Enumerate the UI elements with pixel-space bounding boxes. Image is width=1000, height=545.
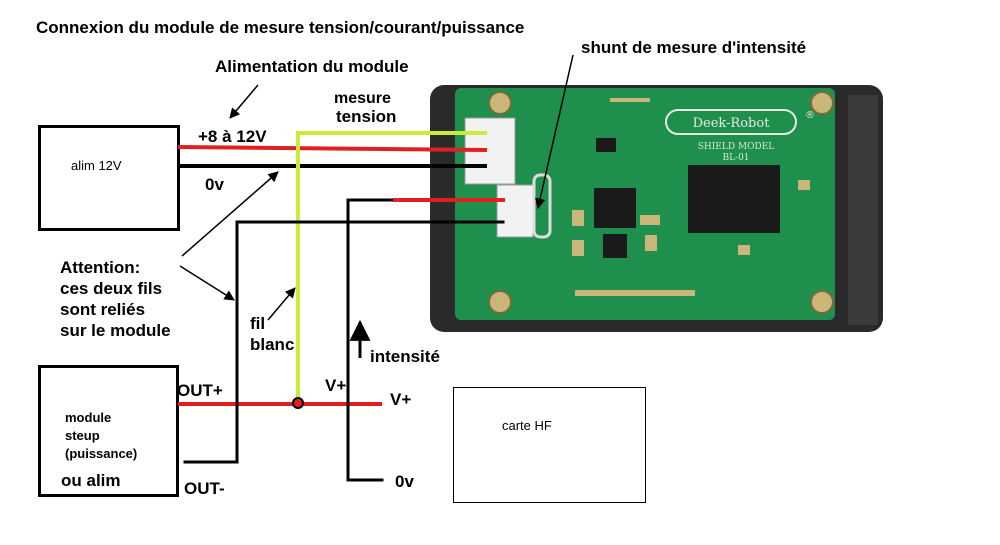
mounting-hole-icon	[488, 91, 512, 115]
ground-bottom-label: 0v	[395, 472, 414, 491]
regulator-chip	[596, 138, 616, 152]
arrow-attention-top	[181, 171, 279, 257]
out-minus-label: OUT-	[184, 479, 225, 498]
module-line-1: module	[65, 410, 112, 425]
arrow-attention-bottom	[179, 265, 235, 301]
module-line-3: (puissance)	[65, 446, 138, 461]
supply-voltage-label: +8 à 12V	[198, 127, 267, 146]
main-ic-chip	[688, 165, 780, 233]
bottom-header-pins	[575, 290, 695, 296]
mounting-hole-icon	[488, 290, 512, 314]
attention-line-4: sur le module	[60, 321, 171, 340]
model-line-1: SHIELD MODEL	[698, 142, 775, 152]
smd-component	[738, 245, 750, 255]
out-plus-label: OUT+	[177, 381, 223, 400]
meter-module-board: Deek-Robot ® SHIELD MODEL BL-01	[430, 85, 883, 332]
mounting-hole-icon	[810, 290, 834, 314]
attention-line-2: ces deux fils	[60, 279, 163, 298]
smd-component	[572, 210, 584, 226]
smd-component	[645, 235, 657, 251]
diagram-title: Connexion du module de mesure tension/co…	[36, 18, 525, 37]
smd-component	[640, 215, 660, 225]
shunt-resistor	[532, 173, 552, 239]
white-sense-wire	[296, 131, 487, 405]
smd-component	[572, 240, 584, 256]
brand-outline	[665, 109, 797, 135]
model-line-2: BL-01	[722, 153, 749, 163]
alim-12v-label: alim 12V	[71, 158, 122, 173]
annotation-arrows	[179, 54, 574, 358]
carte-hf-box: carte HF	[453, 387, 646, 503]
ground-top-label: 0v	[205, 175, 224, 194]
output-minus-wire	[183, 220, 505, 464]
junction-dot	[292, 397, 304, 409]
brand-text: Deek-Robot	[693, 116, 771, 131]
current-connector	[496, 184, 534, 238]
small-ic-chip	[603, 234, 627, 258]
header-pins	[610, 98, 650, 102]
registered-mark: ®	[805, 110, 815, 121]
wires	[177, 131, 505, 482]
fil-blanc-line-1: fil	[250, 314, 266, 333]
pcb-board	[455, 88, 835, 320]
ou-alim-label: ou alim	[61, 471, 121, 490]
attention-line-1: Attention:	[60, 258, 141, 277]
arrow-alimentation	[229, 84, 259, 119]
tension-label: tension	[336, 107, 397, 126]
module-steup-box: module steup (puissance) ou alim	[38, 365, 179, 497]
alim-12v-box: alim 12V	[38, 125, 180, 231]
mounting-hole-icon	[810, 91, 834, 115]
v-plus-label-1: V+	[325, 376, 347, 395]
smd-component	[798, 180, 810, 190]
supply-plus-wire	[177, 144, 488, 153]
fil-blanc-line-2: blanc	[250, 335, 295, 354]
arrow-shunt	[534, 54, 574, 210]
intensite-label: intensité	[370, 347, 440, 366]
alimentation-module-label: Alimentation du module	[215, 57, 409, 76]
arrow-fil-blanc	[267, 287, 296, 321]
adc-chip	[594, 188, 636, 228]
attention-line-3: sont reliés	[60, 300, 146, 319]
mesure-label: mesure	[334, 90, 391, 107]
carte-hf-label: carte HF	[502, 418, 552, 433]
v-plus-label-2: V+	[390, 390, 412, 409]
module-line-2: steup	[65, 428, 100, 443]
enclosure-side	[848, 95, 878, 325]
shunt-label: shunt de mesure d'intensité	[581, 38, 807, 57]
